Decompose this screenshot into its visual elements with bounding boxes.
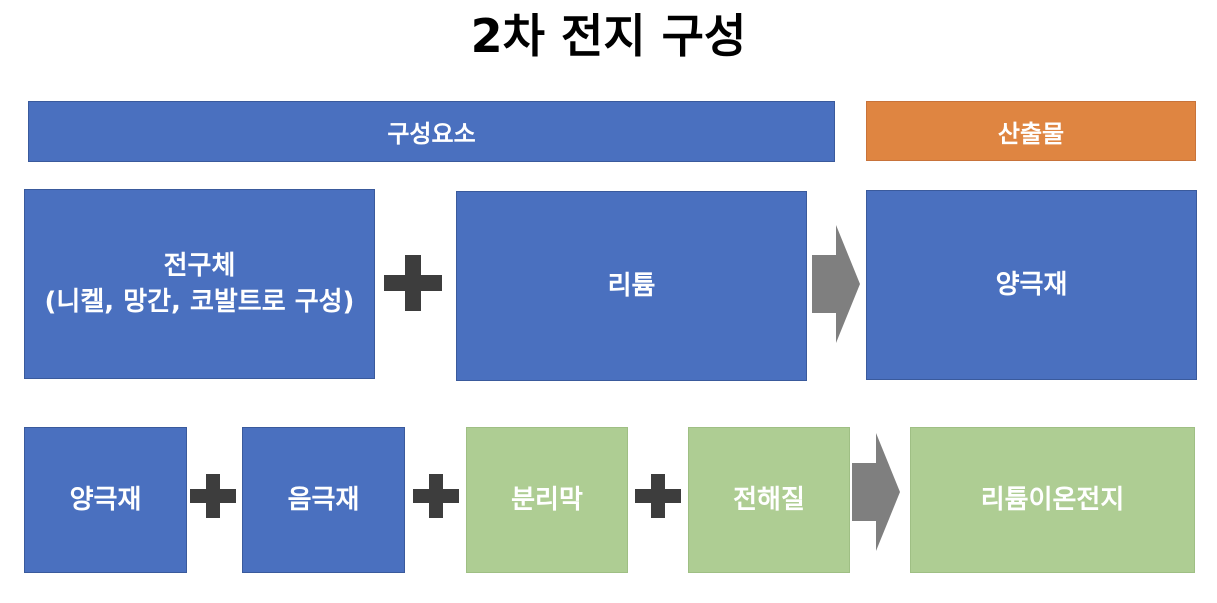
precursor-composition-label: (니켈, 망간, 코발트로 구성) [44, 287, 355, 317]
lithium-ion-battery-label: 리튬이온전지 [980, 485, 1125, 515]
plus-icon [384, 255, 442, 311]
cathode-result-label: 양극재 [995, 270, 1068, 300]
separator-box: 분리막 [466, 427, 628, 573]
lithium-box: 리튬 [456, 191, 807, 381]
arrow-right-icon [852, 433, 900, 551]
page-title: 2차 전지 구성 [470, 9, 747, 63]
cathode-label: 양극재 [69, 485, 142, 515]
electrolyte-label: 전해질 [733, 485, 805, 515]
plus-icon [190, 474, 236, 518]
components-header: 구성요소 [28, 101, 835, 162]
precursor-box: 전구체 (니켈, 망간, 코발트로 구성) [24, 189, 375, 379]
separator-label: 분리막 [511, 485, 583, 515]
arrow-right-icon [812, 225, 860, 343]
cathode-result-box: 양극재 [866, 190, 1197, 380]
lithium-ion-battery-box: 리튬이온전지 [910, 427, 1195, 573]
components-header-label: 구성요소 [387, 120, 476, 148]
cathode-box: 양극재 [24, 427, 187, 573]
plus-icon [413, 474, 459, 518]
electrolyte-box: 전해질 [688, 427, 850, 573]
anode-label: 음극재 [287, 485, 360, 515]
precursor-label: 전구체 [163, 251, 236, 281]
lithium-label: 리튬 [607, 271, 656, 301]
plus-icon [635, 474, 681, 518]
anode-box: 음극재 [242, 427, 405, 573]
output-header-label: 산출물 [997, 119, 1065, 148]
output-header: 산출물 [866, 101, 1196, 161]
